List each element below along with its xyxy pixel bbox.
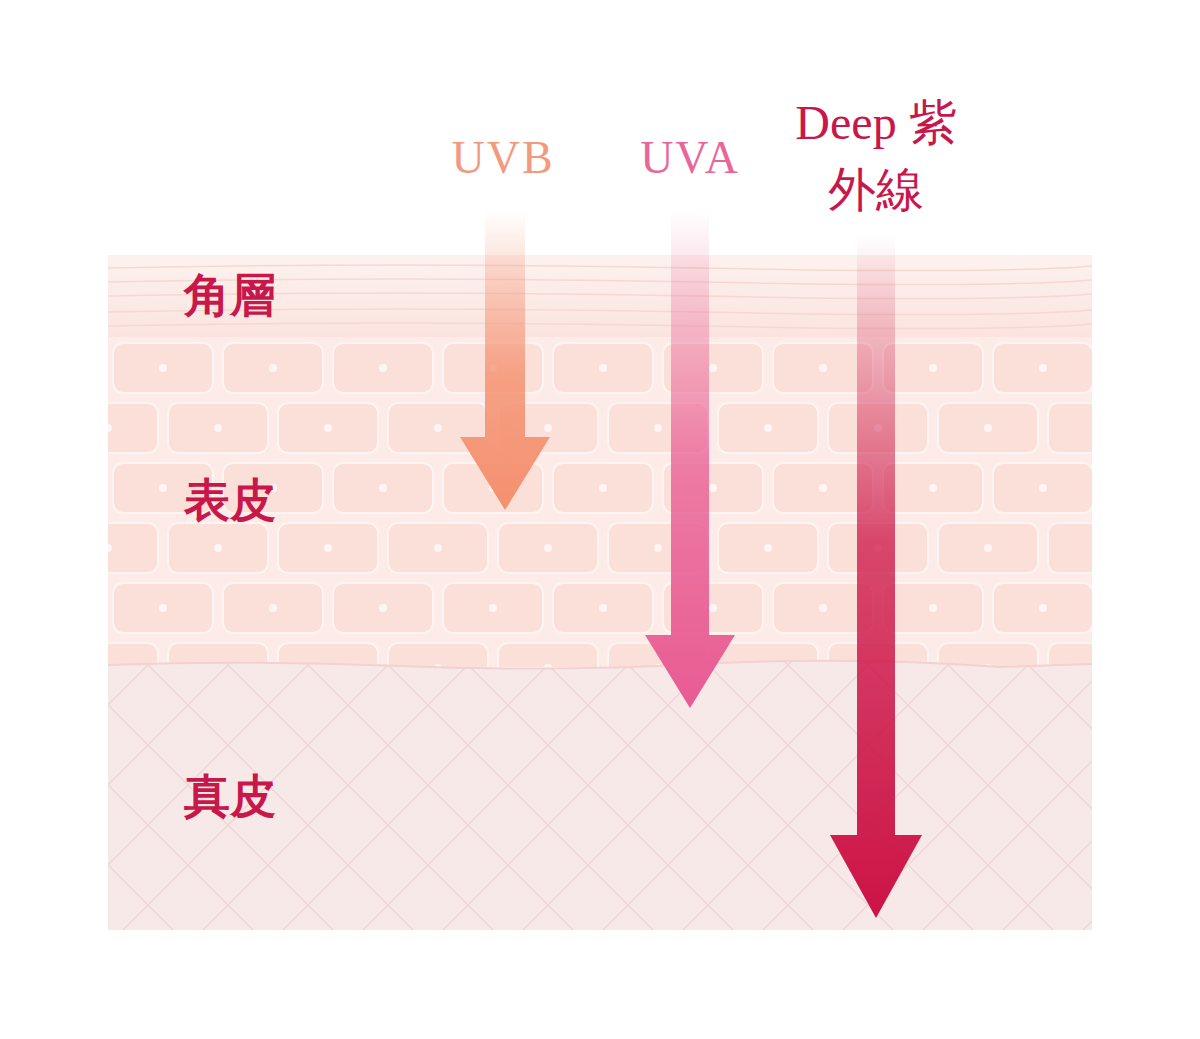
dermis-boundary [108, 661, 1092, 669]
skin-layers [108, 255, 1092, 930]
layer-label: 真皮 [184, 772, 276, 823]
stratum-corneum [108, 255, 1092, 337]
layer-label: 表皮 [184, 476, 276, 527]
epidermis-cells [108, 337, 1092, 667]
uv-type-label: UVA [640, 126, 740, 190]
epidermis-ground [108, 337, 1092, 667]
uva-arrow [645, 210, 735, 708]
deep-uv-arrow [830, 235, 922, 918]
corneum-lines [108, 265, 1092, 329]
dermis-ground [108, 661, 1092, 930]
dermis-mesh [108, 661, 1092, 930]
uv-type-label: Deep 紫外線 [791, 89, 961, 223]
skin-layer-band: 真皮 [108, 665, 1092, 930]
skin-layer-band: 角層 [108, 255, 1092, 337]
uv-type-label: UVB [451, 126, 554, 190]
skin-layer-band: 表皮 [108, 337, 1092, 665]
uv-arrows [460, 210, 922, 918]
layer-label: 角層 [184, 271, 276, 322]
uvb-arrow [460, 210, 550, 510]
